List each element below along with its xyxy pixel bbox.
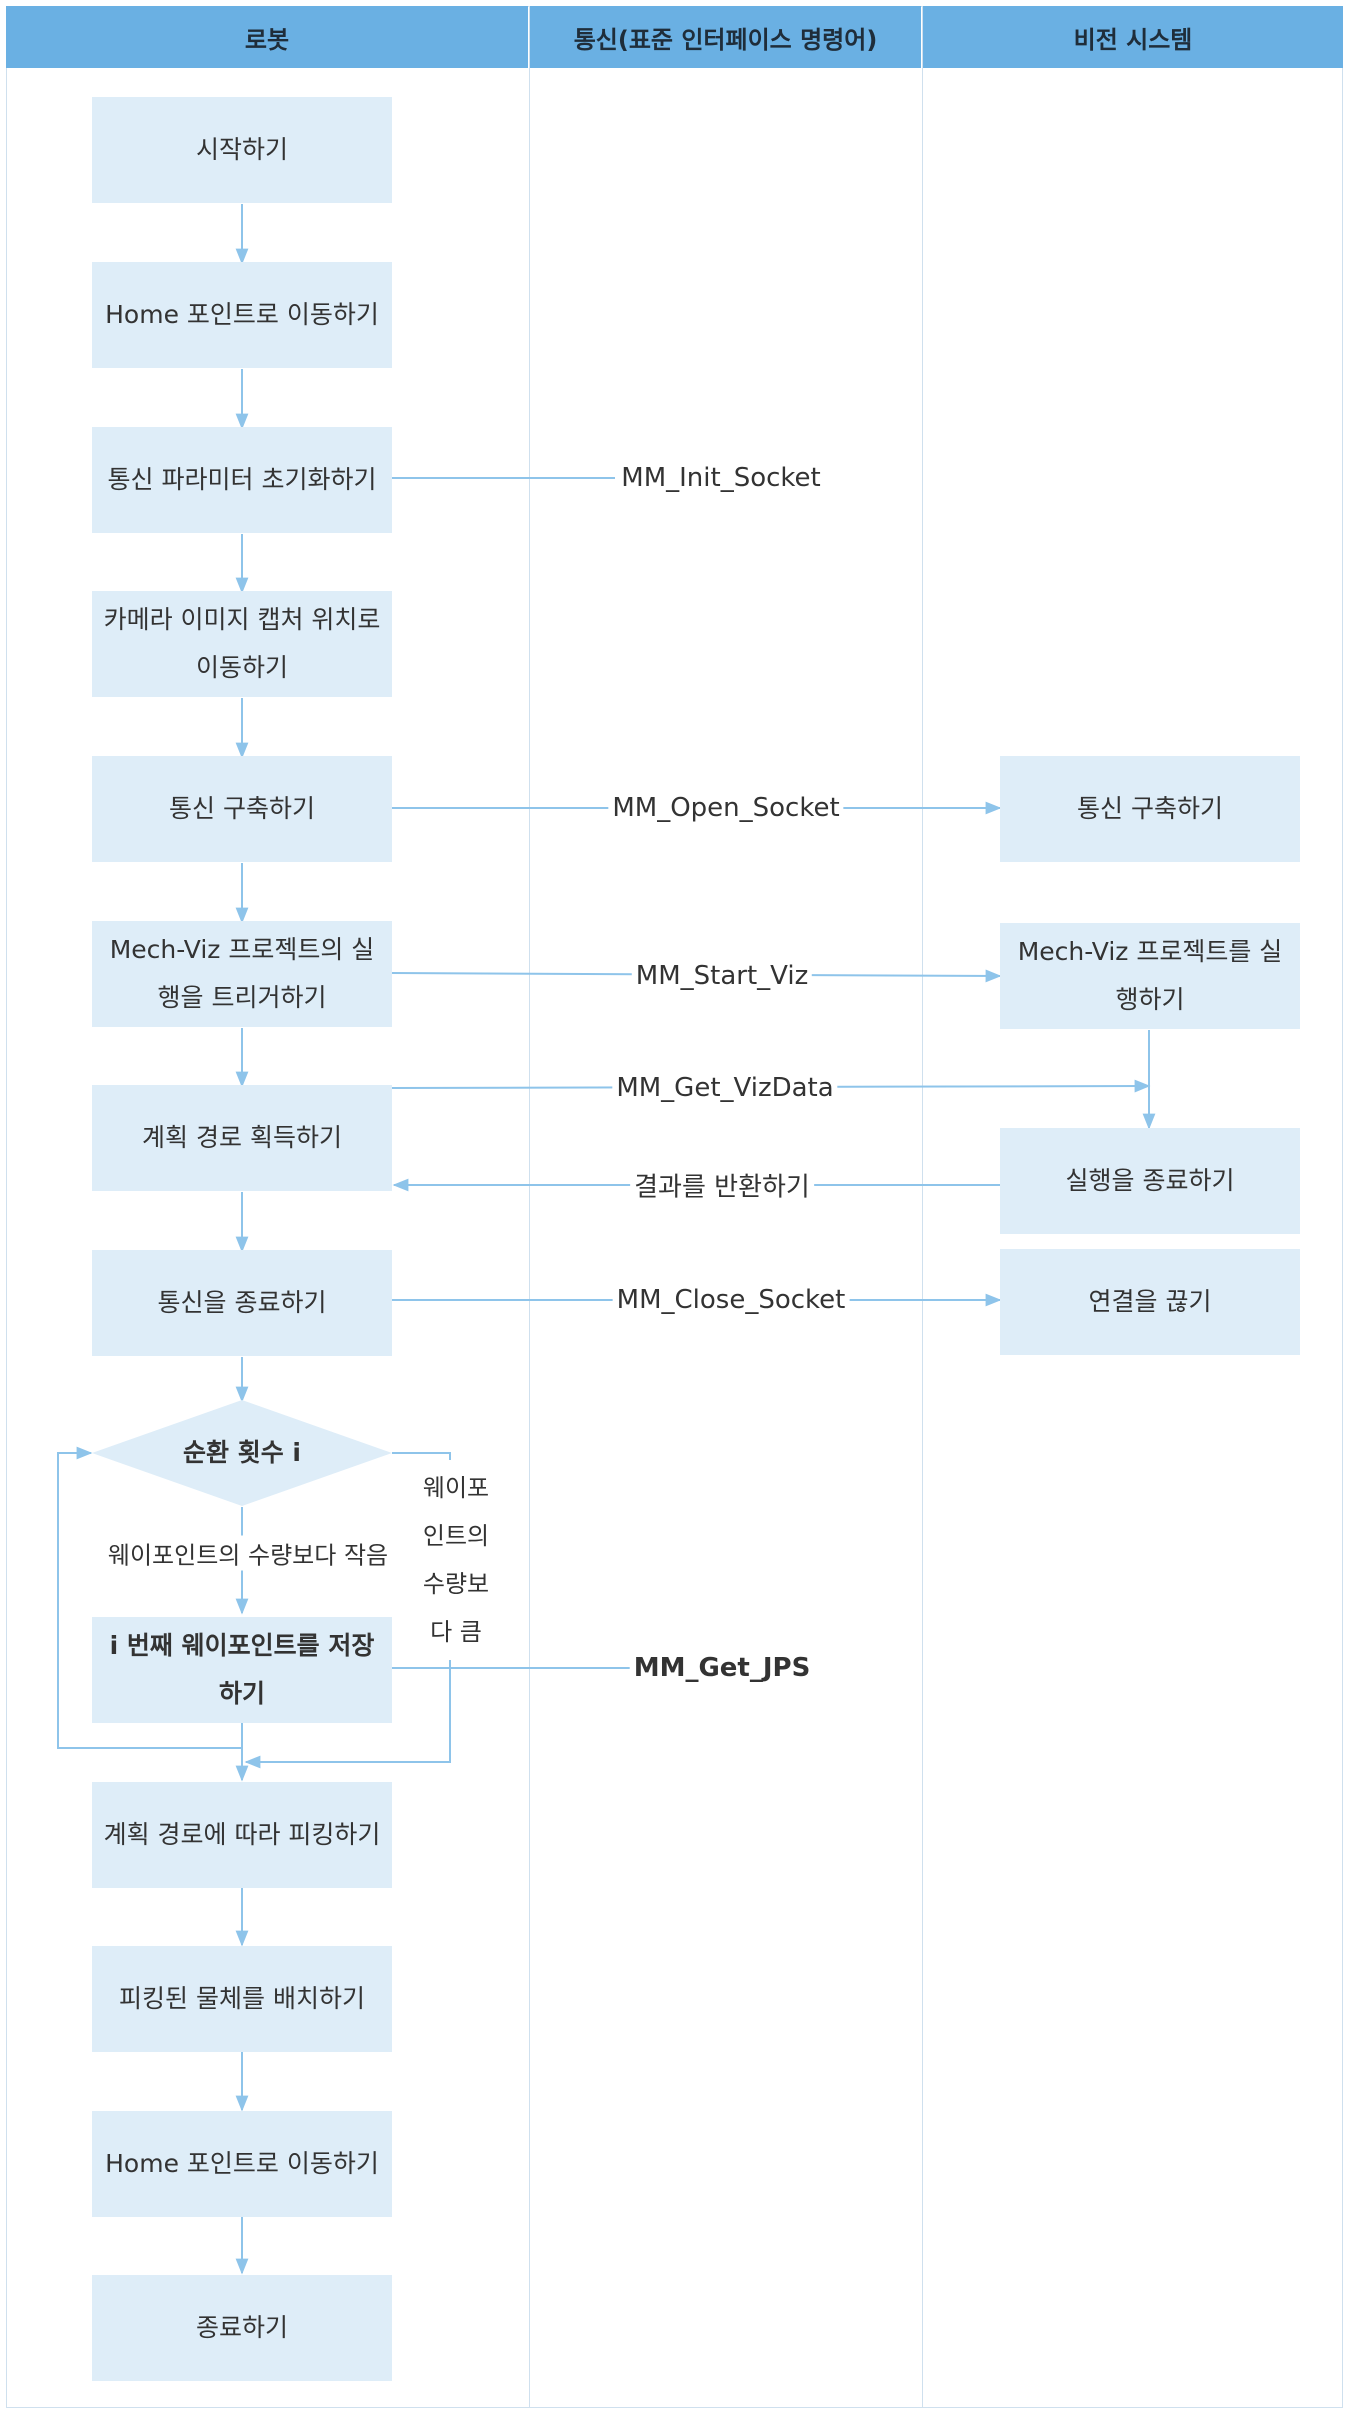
save-waypoint-step: i 번째 웨이포인트를 저장하기 [92, 1617, 392, 1723]
less-than-condition-label: 웨이포인트의 수량보다 작음 [103, 1535, 393, 1571]
vision-build-comm-step: 통신 구축하기 [1000, 756, 1300, 862]
start-viz-label: MM_Start_Viz [631, 961, 813, 991]
close-socket-label: MM_Close_Socket [612, 1285, 850, 1315]
return-result-label: 결과를 반환하기 [630, 1166, 814, 1204]
lane-header-vision-system: 비전 시스템 [923, 6, 1343, 68]
greater-than-condition-label: 웨이포인트의 수량보다 큼 [422, 1460, 490, 1660]
pick-along-path-step: 계획 경로에 따라 피킹하기 [92, 1782, 392, 1888]
end-comm-step: 통신을 종료하기 [92, 1250, 392, 1356]
open-socket-label: MM_Open_Socket [608, 793, 844, 823]
get-vizdata-label: MM_Get_VizData [612, 1073, 838, 1103]
lane-header-robot: 로봇 [6, 6, 528, 68]
finish-step: 종료하기 [92, 2275, 392, 2381]
build-comm-step: 통신 구축하기 [92, 756, 392, 862]
init-comm-params-step: 통신 파라미터 초기화하기 [92, 427, 392, 533]
lane-divider-1 [529, 6, 530, 2408]
start-step: 시작하기 [92, 97, 392, 203]
loop-decision-diamond [92, 1400, 392, 1506]
lane-header-communication: 통신(표준 인터페이스 명령어) [530, 6, 921, 68]
move-home-step: Home 포인트로 이동하기 [92, 262, 392, 368]
vision-disconnect-step: 연결을 끊기 [1000, 1249, 1300, 1355]
trigger-viz-step: Mech-Viz 프로젝트의 실행을 트리거하기 [92, 921, 392, 1027]
loop-counter-label: 순환 횟수 i [183, 1438, 301, 1467]
move-capture-position-step: 카메라 이미지 캡처 위치로 이동하기 [92, 591, 392, 697]
lane-divider-2 [922, 6, 923, 2408]
return-home-step: Home 포인트로 이동하기 [92, 2111, 392, 2217]
place-picked-object-step: 피킹된 물체를 배치하기 [92, 1946, 392, 2052]
vision-run-viz-step: Mech-Viz 프로젝트를 실행하기 [1000, 923, 1300, 1029]
get-jps-label: MM_Get_JPS [629, 1653, 815, 1683]
get-planned-path-step: 계획 경로 획득하기 [92, 1085, 392, 1191]
init-socket-label: MM_Init_Socket [617, 463, 825, 493]
loop-back-connector [57, 1446, 243, 1749]
vision-end-run-step: 실행을 종료하기 [1000, 1128, 1300, 1234]
